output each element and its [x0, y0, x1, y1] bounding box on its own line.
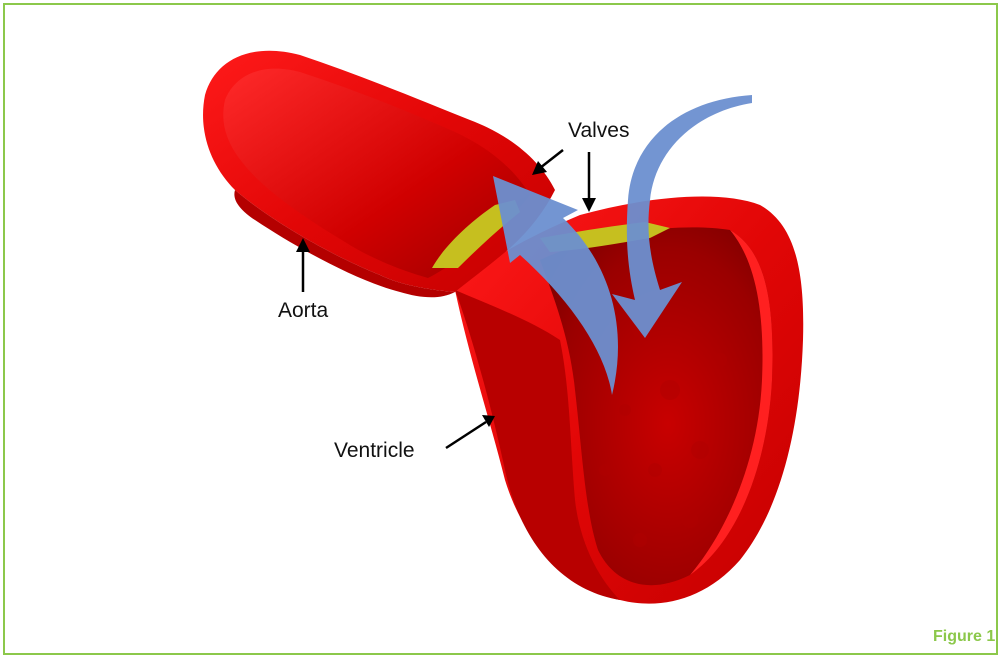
- label-valves: Valves: [568, 120, 629, 141]
- figure-caption: Figure 1: [933, 629, 995, 645]
- label-ventricle: Ventricle: [334, 440, 415, 461]
- label-aorta: Aorta: [278, 300, 328, 321]
